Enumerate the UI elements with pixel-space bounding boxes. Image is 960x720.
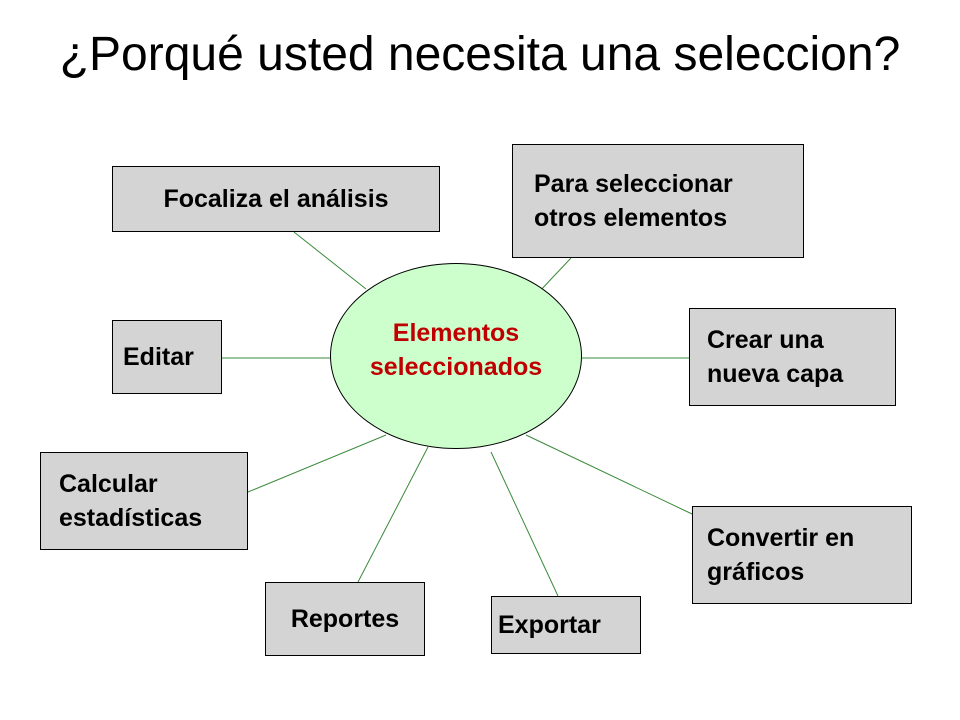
node-seleccionar-label: Para seleccionar otros elementos: [534, 170, 733, 232]
node-focaliza: Focaliza el análisis: [112, 166, 440, 232]
node-exportar-label: Exportar: [498, 611, 601, 639]
node-calcular: Calcular estadísticas: [40, 452, 248, 550]
node-reportes: Reportes: [265, 582, 425, 656]
node-crear: Crear una nueva capa: [689, 308, 896, 406]
connector-exportar: [490, 451, 559, 597]
node-crear-label: Crear una nueva capa: [707, 326, 844, 388]
node-reportes-label: Reportes: [290, 605, 400, 633]
center-label: Elementos seleccionados: [369, 319, 543, 381]
connector-reportes: [357, 446, 429, 583]
node-editar: Editar: [112, 320, 222, 394]
node-calcular-label: Calcular estadísticas: [59, 470, 203, 532]
node-convertir: Convertir en gráficos: [692, 506, 912, 604]
connector-calcular: [247, 434, 387, 493]
connector-convertir: [525, 434, 693, 515]
node-convertir-label: Convertir en gráficos: [707, 524, 855, 586]
connector-seleccionar: [537, 257, 572, 294]
slide-title: ¿Porqué usted necesita una seleccion?: [59, 28, 901, 81]
connector-focaliza: [293, 231, 367, 290]
node-editar-label: Editar: [123, 343, 194, 371]
node-seleccionar: Para seleccionar otros elementos: [512, 144, 804, 258]
node-exportar: Exportar: [491, 596, 641, 654]
node-focaliza-label: Focaliza el análisis: [163, 185, 389, 213]
center-node: Elementos seleccionados: [330, 263, 582, 449]
